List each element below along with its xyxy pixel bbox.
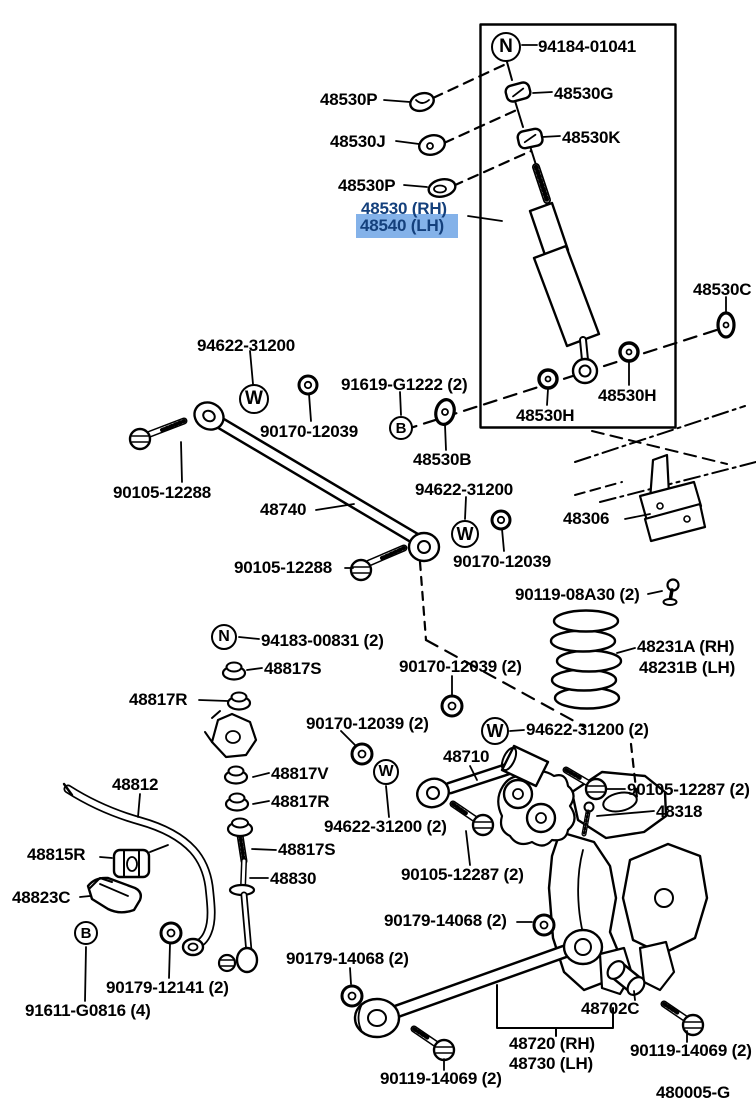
callout-48530c[interactable]: 48530C (693, 280, 752, 299)
callout-91611-g0816[interactable]: 91611-G0816 (4) (25, 1001, 151, 1020)
callout-48318[interactable]: 48318 (656, 802, 703, 821)
callout-48530j[interactable]: 48530J (330, 132, 386, 151)
callout-48530h-2[interactable]: 48530H (516, 406, 575, 425)
callout-48817s-2[interactable]: 48817S (278, 840, 336, 859)
leader-lines (79, 44, 727, 1071)
link-cushion-stack (204, 661, 258, 838)
callout-48830[interactable]: 48830 (270, 869, 317, 888)
washer-symbol-2: W (451, 520, 479, 548)
callout-94184-01041[interactable]: 94184-01041 (538, 37, 637, 56)
callout-90170-12039-3[interactable]: 90170-12039 (2) (399, 657, 522, 676)
spring-assembly-line (418, 560, 428, 642)
lower-arm-bolts (410, 1000, 705, 1062)
spring-assembly-line-2 (424, 638, 587, 729)
lateral-rod-drawing (193, 401, 441, 563)
shock-mount-washers (434, 311, 736, 426)
callout-48540-lh[interactable]: 48540 (LH) (356, 214, 458, 238)
callout-90119-14069-2[interactable]: 90119-14069 (2) (630, 1041, 752, 1060)
callout-90170-12039-2[interactable]: 90170-12039 (453, 552, 552, 571)
upper-arm-drawing (416, 744, 550, 809)
spring-seat-stud (581, 801, 595, 837)
frame-rail-lines (574, 405, 756, 503)
callout-48817r-1[interactable]: 48817R (129, 690, 188, 709)
callout-94622-31200-2[interactable]: 94622-31200 (415, 480, 514, 499)
callout-94622-31200-3[interactable]: 94622-31200 (2) (526, 720, 649, 739)
stabilizer-bar-drawing (62, 782, 216, 957)
callout-48740[interactable]: 48740 (260, 500, 307, 519)
callout-48817v[interactable]: 48817V (271, 764, 329, 783)
lock-nuts-lower (159, 913, 556, 1008)
callout-90105-12287-2[interactable]: 90105-12287 (2) (401, 865, 524, 884)
rod-bolts (128, 417, 408, 582)
arm-label-bracket (496, 984, 614, 1037)
callout-48231b-lh[interactable]: 48231B (LH) (639, 658, 736, 677)
callout-48823c[interactable]: 48823C (12, 888, 71, 907)
callout-48530p-1[interactable]: 48530P (320, 90, 378, 109)
callout-90179-12141[interactable]: 90179-12141 (2) (106, 978, 229, 997)
cushion-grommets (409, 81, 544, 198)
washer-symbol-3: W (481, 717, 509, 745)
callout-48710[interactable]: 48710 (443, 747, 490, 766)
callout-90179-14068-1[interactable]: 90179-14068 (2) (384, 911, 507, 930)
callout-48530b[interactable]: 48530B (413, 450, 472, 469)
callout-94183-00831[interactable]: 94183-00831 (2) (261, 631, 384, 650)
callout-94622-31200-1[interactable]: 94622-31200 (197, 336, 296, 355)
callout-90170-12039-1[interactable]: 90170-12039 (260, 422, 359, 441)
lower-arm-drawing (353, 928, 604, 1039)
bolt-symbol-1: B (389, 416, 413, 440)
upper-arm-bolts (449, 766, 608, 837)
stabilizer-bracket (86, 876, 143, 914)
callout-48812[interactable]: 48812 (112, 775, 159, 794)
callout-48530-rh[interactable]: 48530 (RH) (361, 199, 447, 218)
callout-48815r[interactable]: 48815R (27, 845, 86, 864)
callout-48530k[interactable]: 48530K (562, 128, 621, 147)
callout-48702c[interactable]: 48702C (581, 999, 640, 1018)
arm-bushing (606, 960, 646, 996)
frame-bracket-drawing (638, 453, 707, 543)
stabilizer-link-drawing (217, 825, 259, 974)
callout-48720-rh[interactable]: 48720 (RH) (509, 1034, 595, 1053)
callout-48306[interactable]: 48306 (563, 509, 610, 528)
callout-48817r-2[interactable]: 48817R (271, 792, 330, 811)
bolt-symbol-2: B (74, 921, 98, 945)
shock-inset-box (479, 23, 677, 429)
callout-94622-31200-4[interactable]: 94622-31200 (2) (324, 817, 447, 836)
shock-upper-assembly-lines (431, 61, 537, 188)
callout-90119-14069-1[interactable]: 90119-14069 (2) (380, 1069, 502, 1088)
lock-nuts-mid (350, 694, 464, 766)
washer-symbol-4: W (373, 759, 399, 785)
bump-stop-bolt (662, 578, 680, 606)
shock-lower-assembly-line (402, 325, 728, 432)
nut-symbol-1: N (491, 32, 521, 62)
callout-90170-12039-4[interactable]: 90170-12039 (2) (306, 714, 429, 733)
callout-48530g[interactable]: 48530G (554, 84, 614, 103)
callout-48817s-1[interactable]: 48817S (264, 659, 322, 678)
callout-90179-14068-2[interactable]: 90179-14068 (2) (286, 949, 409, 968)
nut-symbol-2: N (211, 624, 237, 650)
callout-diagram-code: 480005-G (656, 1083, 731, 1102)
callout-90105-12288-1[interactable]: 90105-12288 (113, 483, 212, 502)
callout-48530p-2[interactable]: 48530P (338, 176, 396, 195)
shock-absorber-drawing (528, 163, 601, 385)
washer-symbol-1: W (239, 384, 269, 414)
stud-assembly-line (629, 742, 639, 800)
lock-nuts-upper (297, 374, 512, 531)
callout-48530h-1[interactable]: 48530H (598, 386, 657, 405)
callout-90105-12287-1[interactable]: 90105-12287 (2) (627, 780, 750, 799)
callout-90105-12288-2[interactable]: 90105-12288 (234, 558, 333, 577)
callout-91619-g1222[interactable]: 91619-G1222 (2) (341, 375, 468, 394)
callout-48231a-rh[interactable]: 48231A (RH) (637, 637, 735, 656)
stabilizer-bushing (112, 848, 151, 879)
coil-spring-drawing (549, 609, 623, 710)
callout-90119-08a30[interactable]: 90119-08A30 (2) (515, 585, 640, 604)
callout-48730-lh[interactable]: 48730 (LH) (509, 1054, 593, 1073)
